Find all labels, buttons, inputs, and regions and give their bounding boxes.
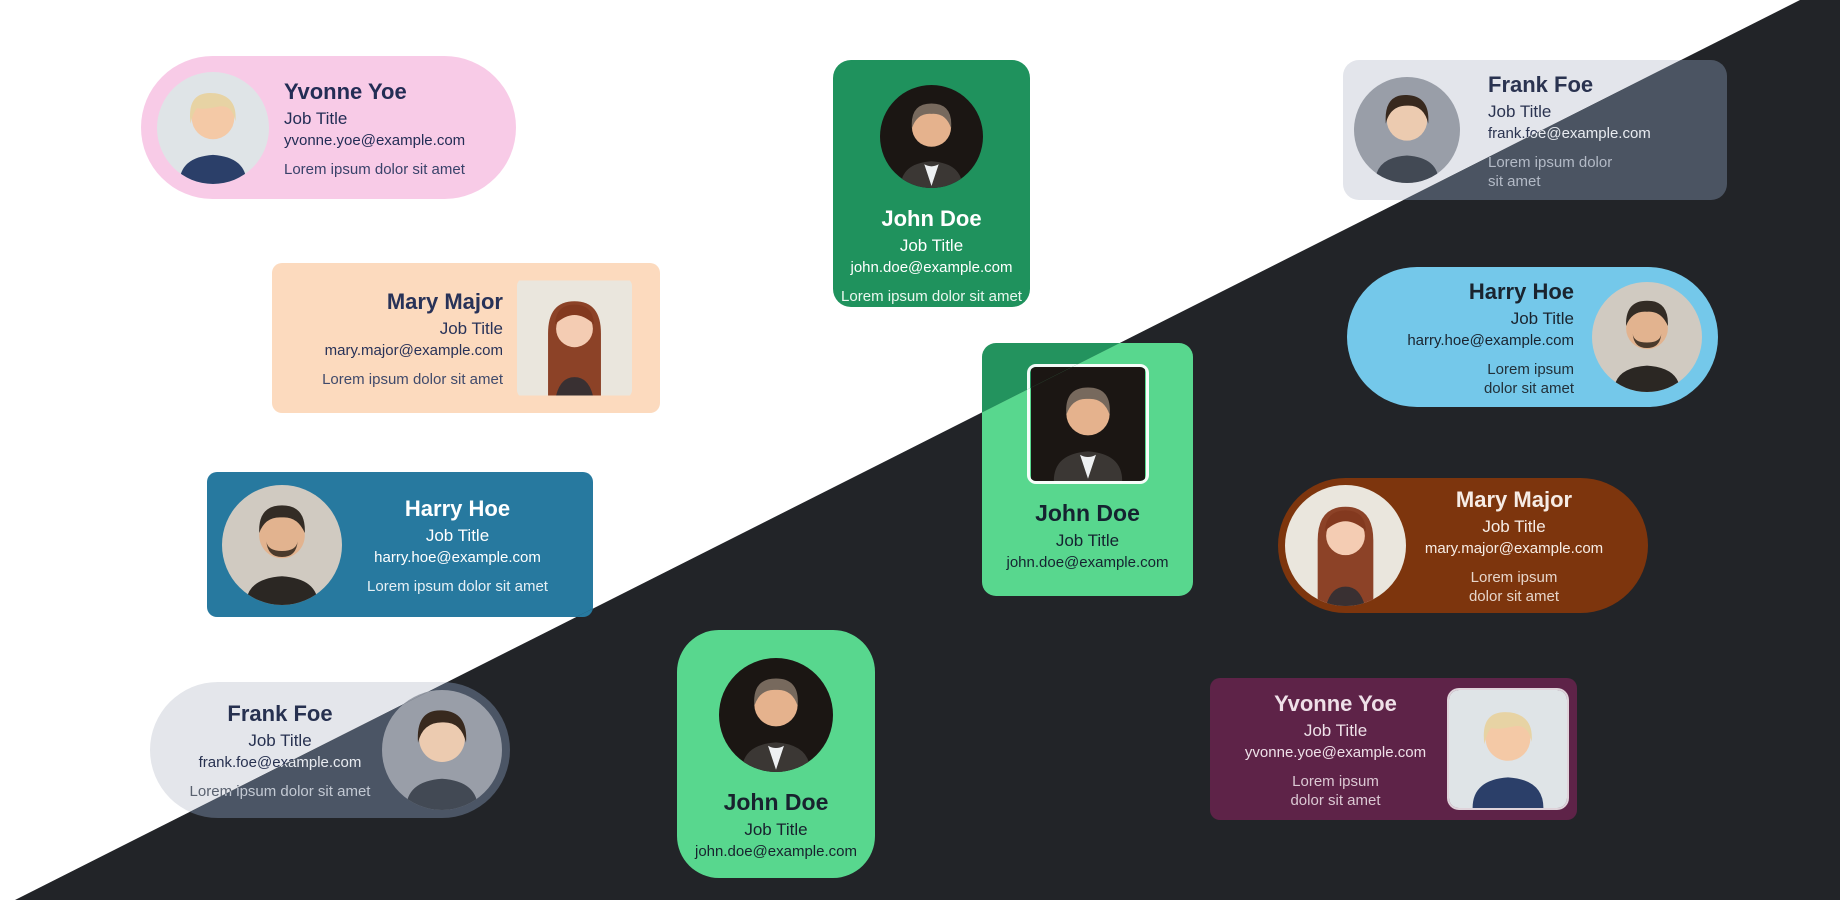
person-name: Harry Hoe	[1468, 278, 1574, 304]
job-title: Job Title	[284, 108, 348, 128]
job-title: Job Title	[248, 731, 312, 750]
avatar-frank-photo	[1354, 77, 1460, 183]
card-info: Yvonne Yoe Job Title yvonne.yoe@example.…	[284, 77, 465, 179]
profile-card-harry-teal[interactable]: Harry Hoe Job Title harry.hoe@example.co…	[207, 472, 593, 617]
email-text: yvonne.yoe@example.com	[1244, 743, 1427, 761]
card-info: Yvonne Yoe Job Title yvonne.yoe@example.…	[1210, 689, 1449, 810]
description-text: Lorem ipsum dolor sit amet	[367, 577, 548, 595]
avatar-harry-photo	[1592, 282, 1702, 392]
email-text: john.doe@example.com	[695, 843, 857, 860]
profile-card-frank-bottom-left[interactable]: Frank Foe Job Title frank.foe@example.co…	[150, 682, 510, 818]
profile-card-mary-peach[interactable]: Mary Major Job Title mary.major@example.…	[272, 263, 660, 413]
profile-card-john-green-top[interactable]: John Doe Job Title john.doe@example.com …	[833, 60, 1030, 307]
person-name: John Doe	[723, 789, 829, 815]
description-text: Lorem ipsum dolor sit amet	[322, 371, 503, 388]
card-info: Harry Hoe Job Title harry.hoe@example.co…	[342, 494, 593, 596]
profile-card-yvonne-plum[interactable]: Yvonne Yoe Job Title yvonne.yoe@example.…	[1210, 678, 1577, 820]
person-name: Frank Foe	[1488, 71, 1594, 97]
avatar-mary-photo	[1285, 485, 1406, 606]
card-info: Mary Major Job Title mary.major@example.…	[1406, 485, 1648, 606]
card-info: Mary Major Job Title mary.major@example.…	[272, 287, 517, 389]
avatar-john-photo	[719, 658, 833, 772]
job-title: Job Title	[439, 319, 503, 338]
person-name: Frank Foe	[227, 701, 333, 726]
person-name: Mary Major	[386, 289, 503, 314]
avatar-mary-photo	[517, 278, 632, 398]
description-text: Lorem ipsum dolor sit amet	[1290, 772, 1381, 809]
person-name: Mary Major	[1455, 487, 1573, 512]
card-info: John Doe Job Title john.doe@example.com	[1007, 499, 1169, 573]
person-name: John Doe	[881, 206, 982, 231]
description-text: Lorem ipsum dolor sit amet	[841, 288, 1022, 305]
profile-card-yvonne-pink[interactable]: Yvonne Yoe Job Title yvonne.yoe@example.…	[141, 56, 516, 199]
person-name: John Doe	[1035, 500, 1140, 526]
job-title: Job Title	[1488, 101, 1552, 121]
card-info: Harry Hoe Job Title harry.hoe@example.co…	[1347, 277, 1592, 398]
job-title: Job Title	[1055, 531, 1120, 550]
job-title: Job Title	[425, 525, 490, 545]
avatar-frank-photo	[382, 690, 502, 810]
card-info: John Doe Job Title john.doe@example.com	[695, 788, 857, 862]
profile-card-mary-rust[interactable]: Mary Major Job Title mary.major@example.…	[1278, 478, 1648, 613]
person-name: Yvonne Yoe	[284, 78, 407, 104]
email-text: john.doe@example.com	[850, 259, 1013, 276]
avatar-john-photo	[880, 85, 983, 188]
profile-card-harry-blue[interactable]: Harry Hoe Job Title harry.hoe@example.co…	[1347, 267, 1718, 407]
email-text: john.doe@example.com	[1006, 554, 1169, 571]
job-title: Job Title	[1303, 720, 1368, 740]
job-title: Job Title	[1482, 517, 1546, 536]
avatar-yvonne-photo	[1449, 690, 1567, 808]
description-text: Lorem ipsum dolor sit amet	[1488, 153, 1613, 190]
profile-card-john-green-bottom[interactable]: John Doe Job Title john.doe@example.com	[677, 630, 875, 878]
avatar-harry-photo	[222, 484, 342, 605]
email-text: harry.hoe@example.com	[374, 548, 541, 566]
email-text: mary.major@example.com	[324, 342, 503, 359]
job-title: Job Title	[899, 236, 964, 255]
description-text: Lorem ipsum dolor sit amet	[1483, 360, 1574, 397]
avatar-john-photo	[1030, 367, 1146, 481]
job-title: Job Title	[744, 820, 808, 839]
email-text: yvonne.yoe@example.com	[284, 131, 466, 149]
job-title: Job Title	[1510, 308, 1574, 328]
description-text: Lorem ipsum dolor sit amet	[284, 160, 465, 178]
avatar-yvonne-photo	[157, 71, 269, 184]
person-name: Harry Hoe	[404, 495, 511, 521]
person-name: Yvonne Yoe	[1274, 690, 1397, 716]
card-info: John Doe Job Title john.doe@example.com …	[841, 204, 1022, 306]
description-text: Lorem ipsum dolor sit amet	[1468, 569, 1560, 605]
email-text: harry.hoe@example.com	[1407, 331, 1574, 349]
email-text: mary.major@example.com	[1424, 540, 1604, 557]
